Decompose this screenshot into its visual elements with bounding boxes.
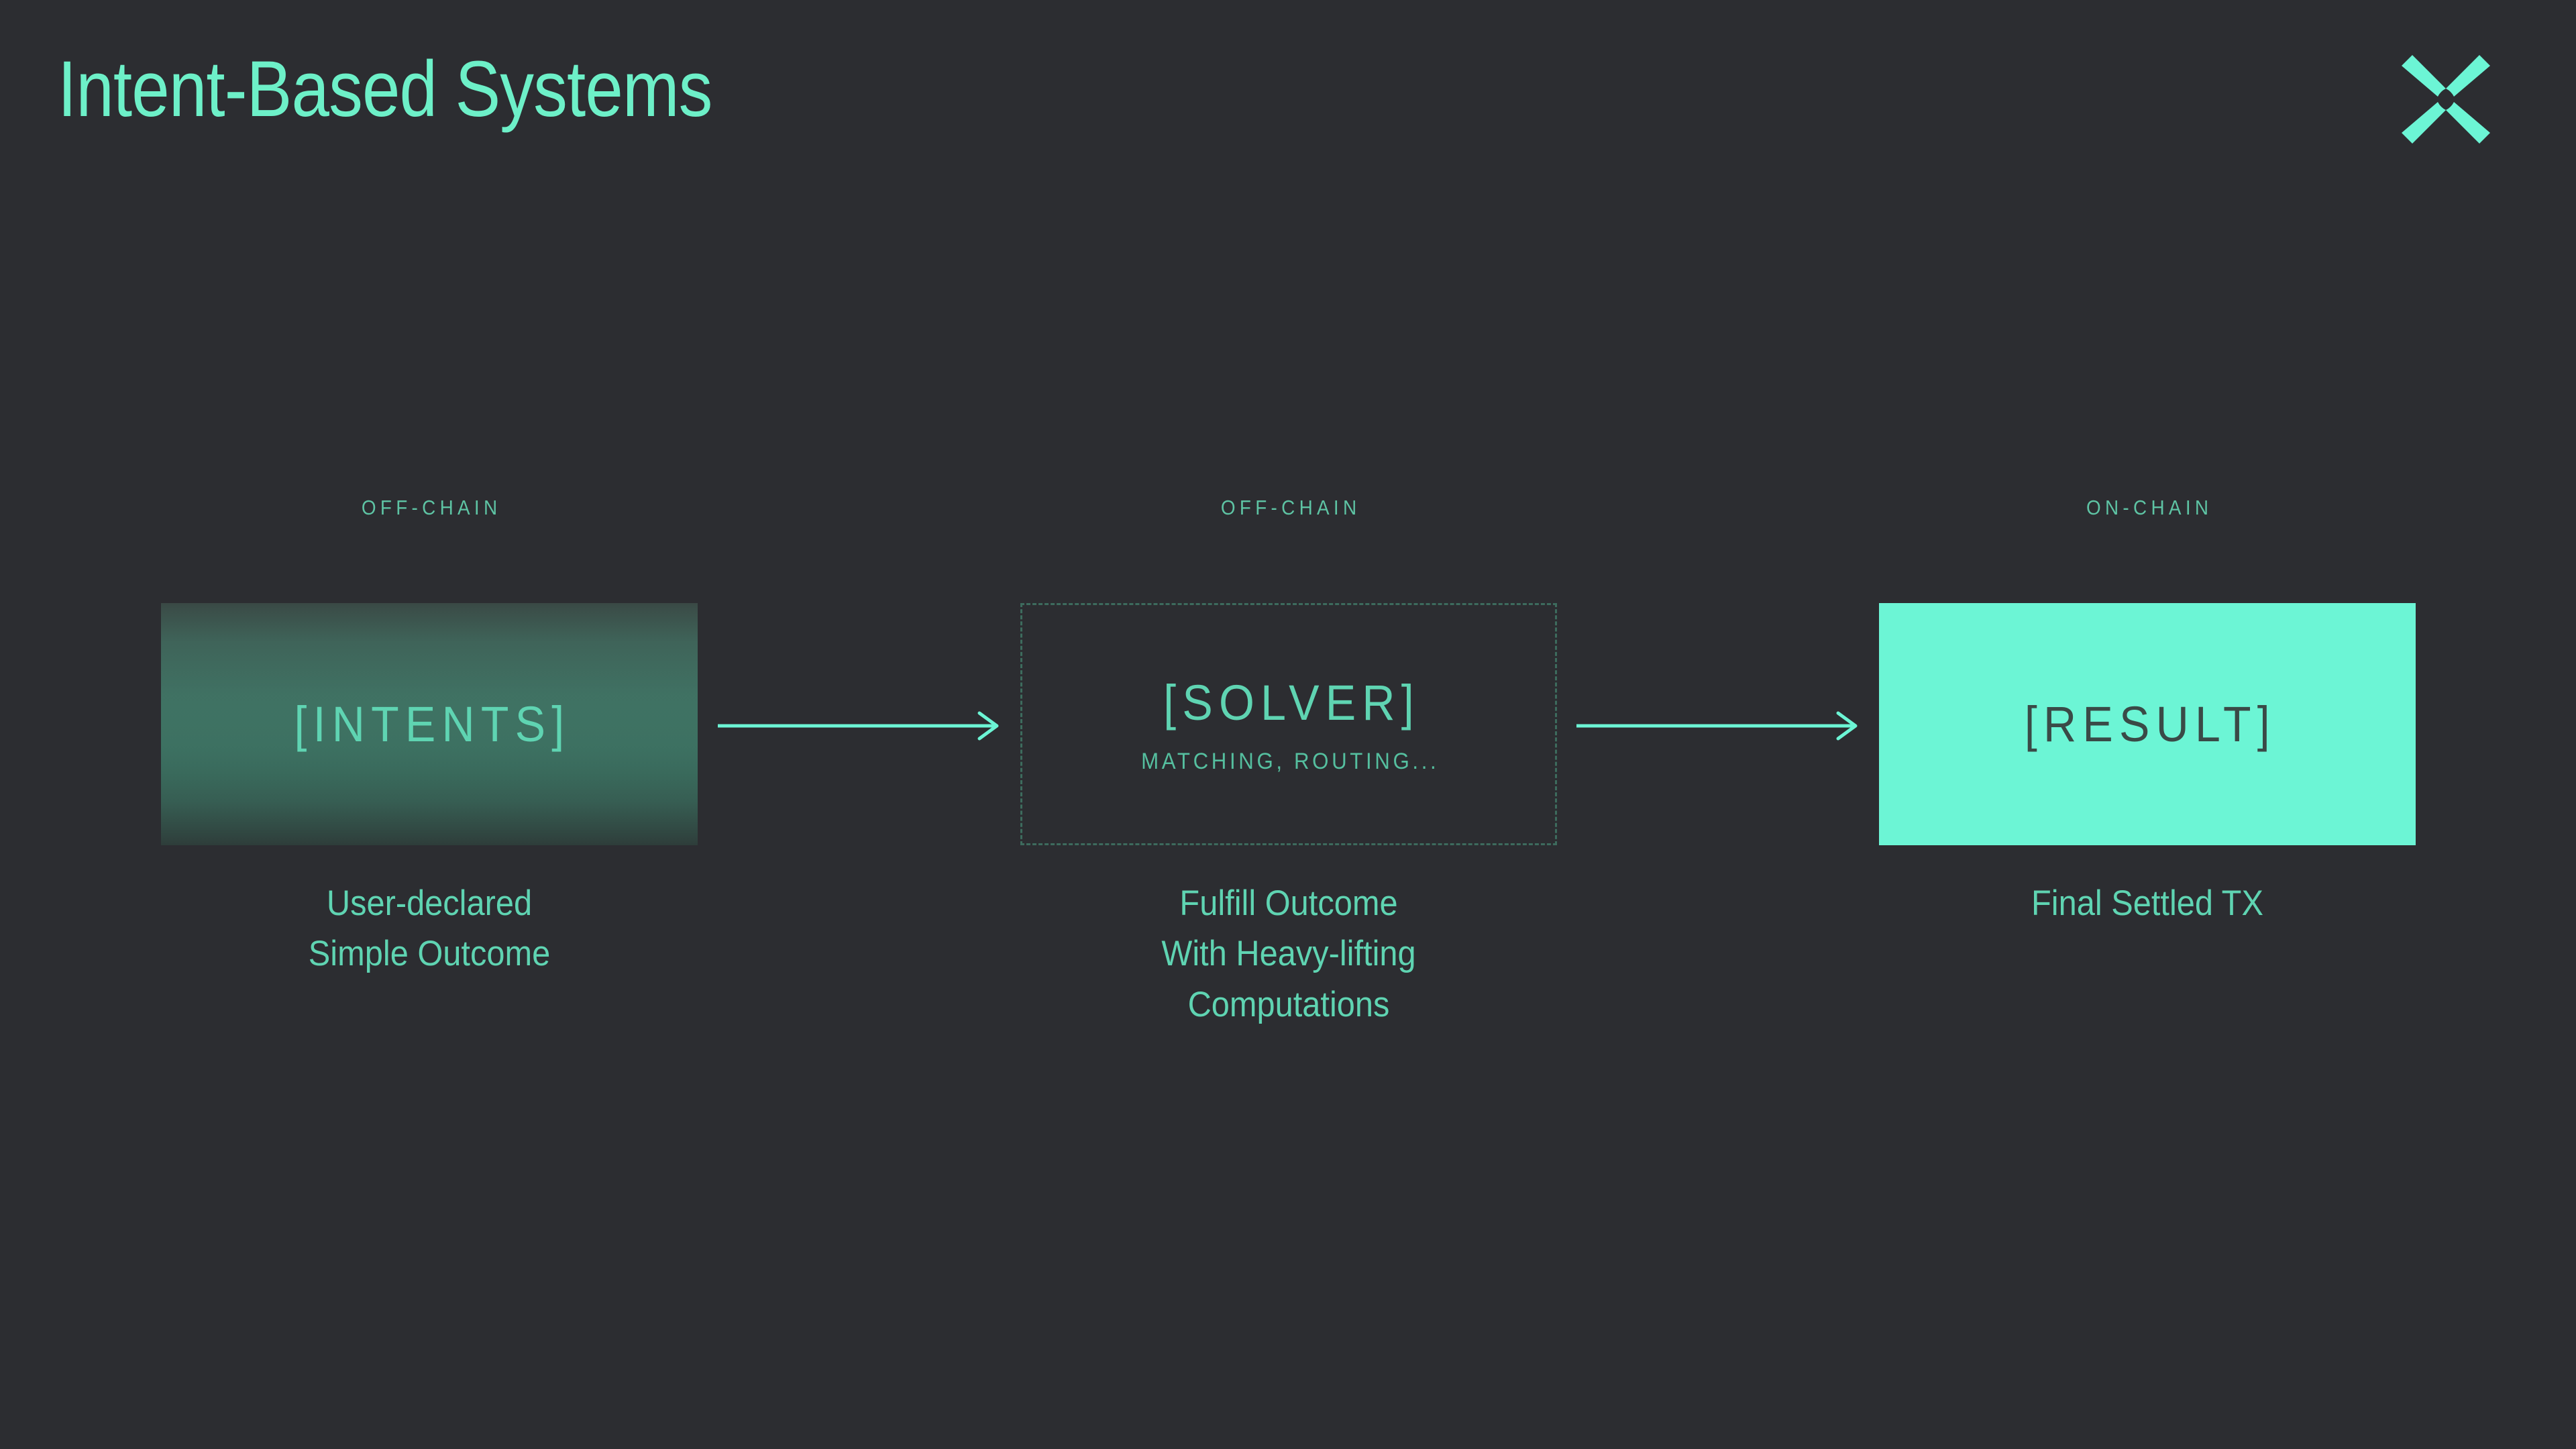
x-brand-logo-icon [2396, 52, 2496, 146]
flow-stage-result: ON-CHAIN [RESULT] Final Settled TX [1879, 496, 2416, 923]
arrow-right-icon-solver-to-result [1575, 706, 1864, 746]
result-box-title: [RESULT] [2025, 696, 2277, 752]
page-title: Intent-Based Systems [58, 45, 712, 133]
intents-box[interactable]: [INTENTS] [161, 603, 698, 845]
stage-label-result: ON-CHAIN [2086, 496, 2213, 519]
result-box[interactable]: [RESULT] [1879, 603, 2416, 845]
solver-box-title: [SOLVER] [1163, 674, 1420, 731]
stage-label-solver: OFF-CHAIN [1220, 496, 1361, 519]
solver-box[interactable]: [SOLVER] MATCHING, ROUTING... [1020, 603, 1557, 845]
stage-label-intents: OFF-CHAIN [361, 496, 502, 519]
flow-stage-solver: OFF-CHAIN [SOLVER] MATCHING, ROUTING... … [1020, 496, 1557, 1024]
intents-box-title: [INTENTS] [294, 696, 571, 752]
solver-box-subtitle: MATCHING, ROUTING... [1141, 748, 1440, 774]
result-caption: Final Settled TX [2031, 883, 2264, 923]
arrow-right-icon-intents-to-solver [716, 706, 1005, 746]
